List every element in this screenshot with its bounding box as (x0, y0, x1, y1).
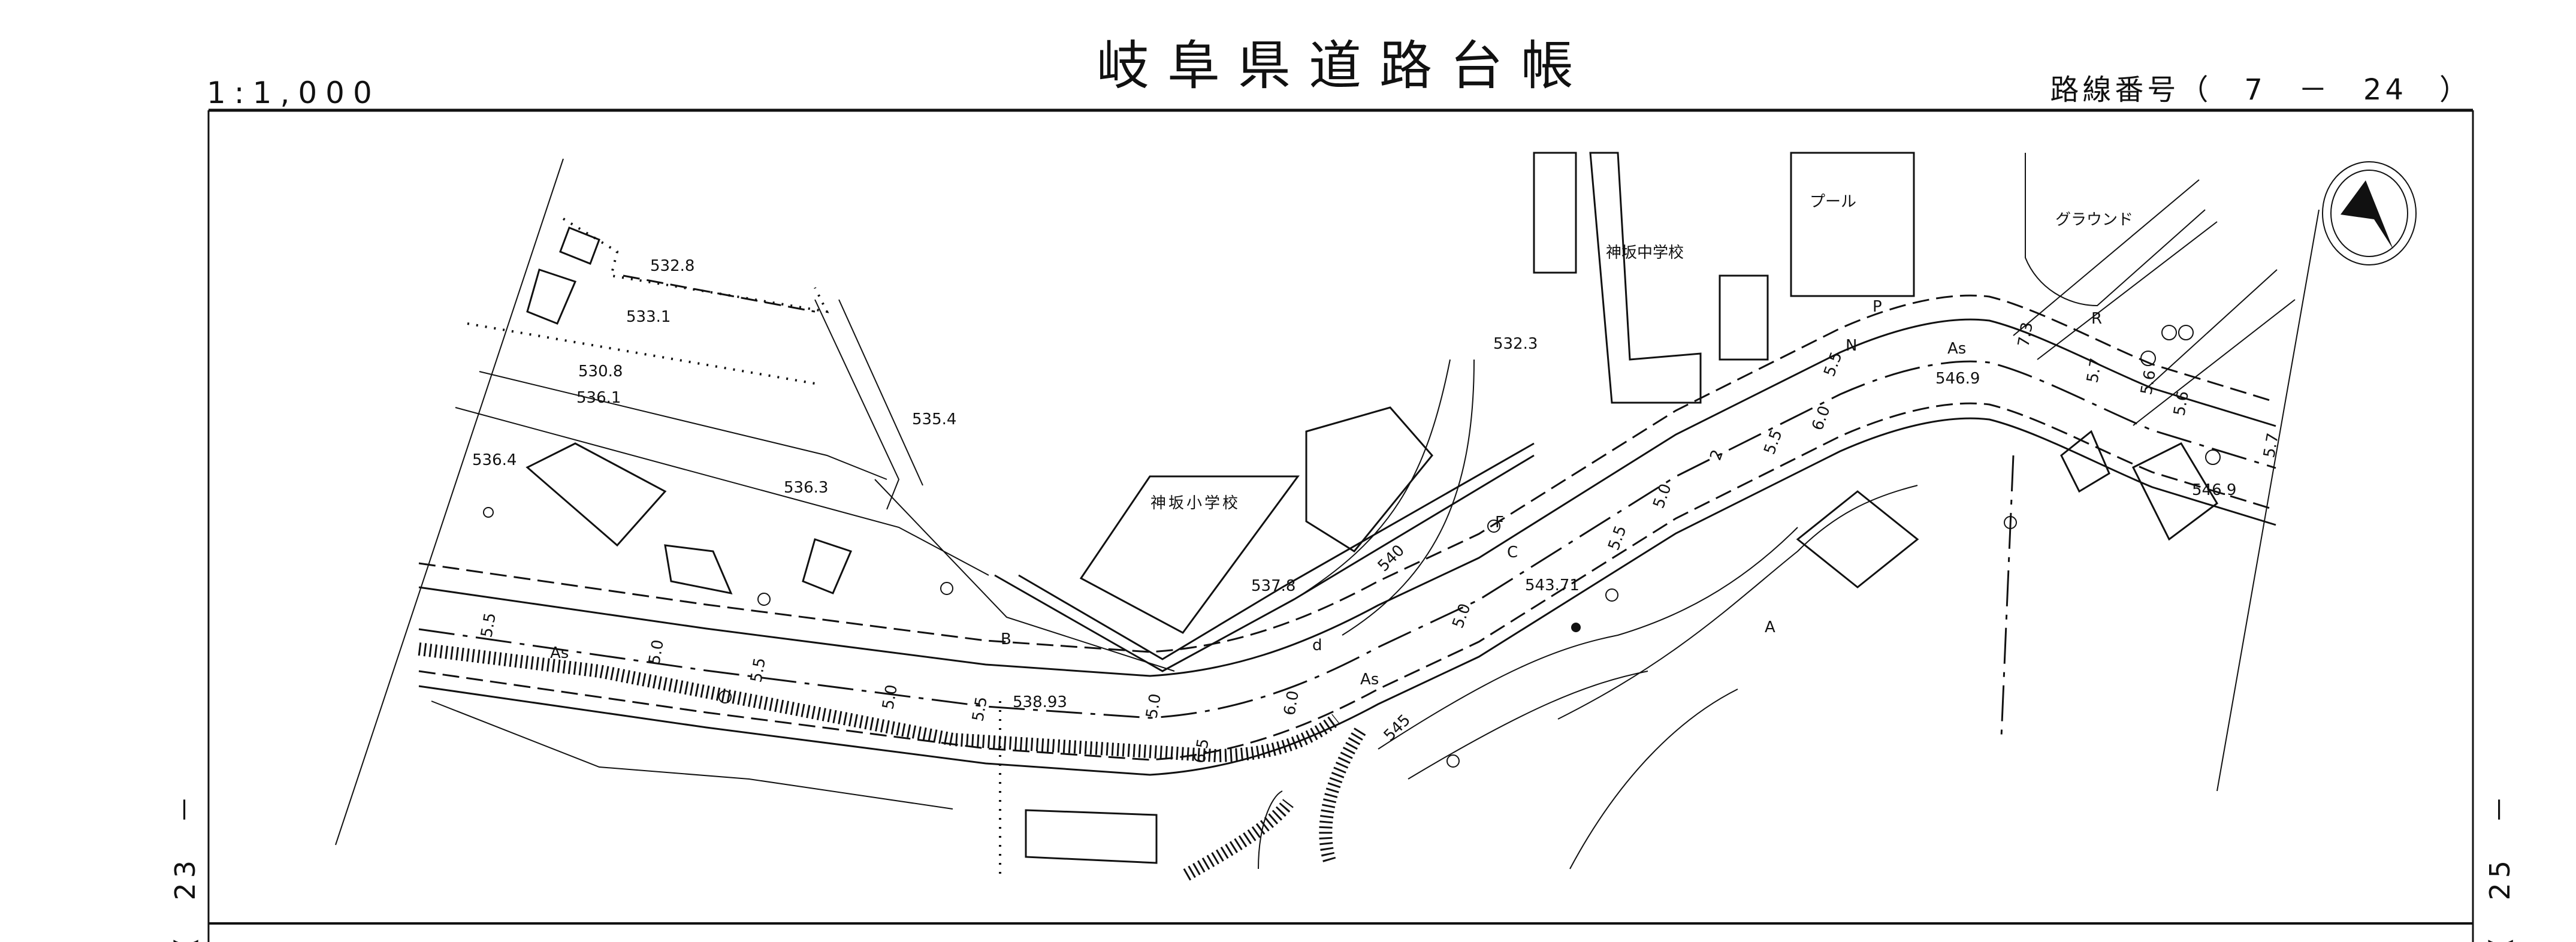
elevation: 540 (1375, 542, 1408, 575)
elevation: 538.93 (1013, 693, 1067, 711)
elevation-labels: 532.8 533.1 530.8 536.1 536.4 536.3 535.… (472, 257, 2236, 745)
marker-letter: R (2091, 310, 2102, 328)
road-width: 6.0 (1808, 403, 1834, 433)
pavement-label: As (1947, 340, 1966, 358)
elevation: 543.71 (1525, 576, 1580, 594)
adjacent-sheet-right[interactable]: ( 25 － (2484, 791, 2516, 942)
elementary-school-building (1079, 475, 1300, 634)
pool (1790, 152, 1915, 297)
road-width: 5.6 (2170, 390, 2193, 417)
sheet-title: 岐阜県道路台帳 (1097, 35, 1591, 96)
road-width: 2 (1707, 448, 1727, 463)
marker-letter: d (1312, 636, 1322, 654)
label-ground: グラウンド (2055, 211, 2133, 229)
marker-letter: F (1495, 514, 1504, 532)
pavement-label: As (1360, 671, 1379, 689)
marker-letter: A (1765, 618, 1775, 636)
road-width: 5.0 (1143, 692, 1165, 720)
road-width: 5.5 (1760, 427, 1786, 457)
road-width: 5.5 (1820, 349, 1846, 379)
label-pool: プール (1810, 193, 1856, 211)
label-elementary-school: 神坂小学校 (1150, 494, 1240, 512)
label-junior-high-school: 神坂中学校 (1606, 244, 1684, 262)
scale-label: 1:1,000 (207, 76, 380, 110)
elevation: 545 (1381, 711, 1414, 745)
map-linework (335, 158, 2320, 881)
road-width: 5.6 (2137, 369, 2160, 396)
marker-letter: P (1873, 298, 1882, 316)
elevation: 532.8 (650, 257, 694, 275)
road-width: 5.5 (1605, 523, 1630, 552)
marker-letter: N (1846, 337, 1857, 355)
elevation: 546.9 (2192, 481, 2236, 499)
marker-letter: B (1001, 630, 1011, 648)
road-width: 5.5 (969, 695, 991, 723)
road-width: 5.7 (2083, 357, 2106, 384)
elevation: 537.8 (1251, 577, 1295, 595)
elevation: 532.3 (1493, 335, 1538, 353)
elevation: 536.1 (576, 389, 621, 407)
marker-letter: C (1507, 544, 1518, 561)
road-width-labels: 5.5 5.0 5.5 5.0 5.5 5.0 6.5 6.0 5.0 5.5 … (478, 321, 2282, 765)
elevation: 530.8 (578, 363, 623, 381)
pavement-label: As (550, 644, 569, 662)
marker-letters: P N R F B C d A (1001, 298, 2102, 654)
elevation: 533.1 (626, 308, 671, 326)
road-width: 5.0 (879, 683, 901, 711)
utility-pole-icons (483, 325, 2221, 768)
north-arrow-icon (2322, 161, 2417, 265)
road-width: 5.0 (1449, 601, 1474, 630)
road-width: 6.5 (1191, 737, 1213, 765)
road-width: 7.3 (2015, 321, 2037, 348)
buildings (526, 152, 2218, 864)
road-width: 5.5 (478, 611, 500, 639)
road-width: 5.0 (645, 638, 668, 666)
road-width: 5.0 (1650, 481, 1675, 511)
adjacent-sheet-left[interactable]: ( 23 － (169, 791, 201, 942)
road-width: 5.5 (747, 656, 769, 684)
road-width: 6.0 (1281, 689, 1303, 717)
route-number: 路線番号（ 7 － 24 ） (2050, 73, 2472, 107)
junior-high-school-building (1589, 152, 1702, 404)
elevation: 536.4 (472, 451, 517, 469)
elevation: 536.3 (784, 479, 828, 497)
elevation: 535.4 (912, 410, 956, 428)
elevation: 546.9 (1935, 370, 1980, 388)
road-width: 5.7 (2260, 431, 2282, 459)
